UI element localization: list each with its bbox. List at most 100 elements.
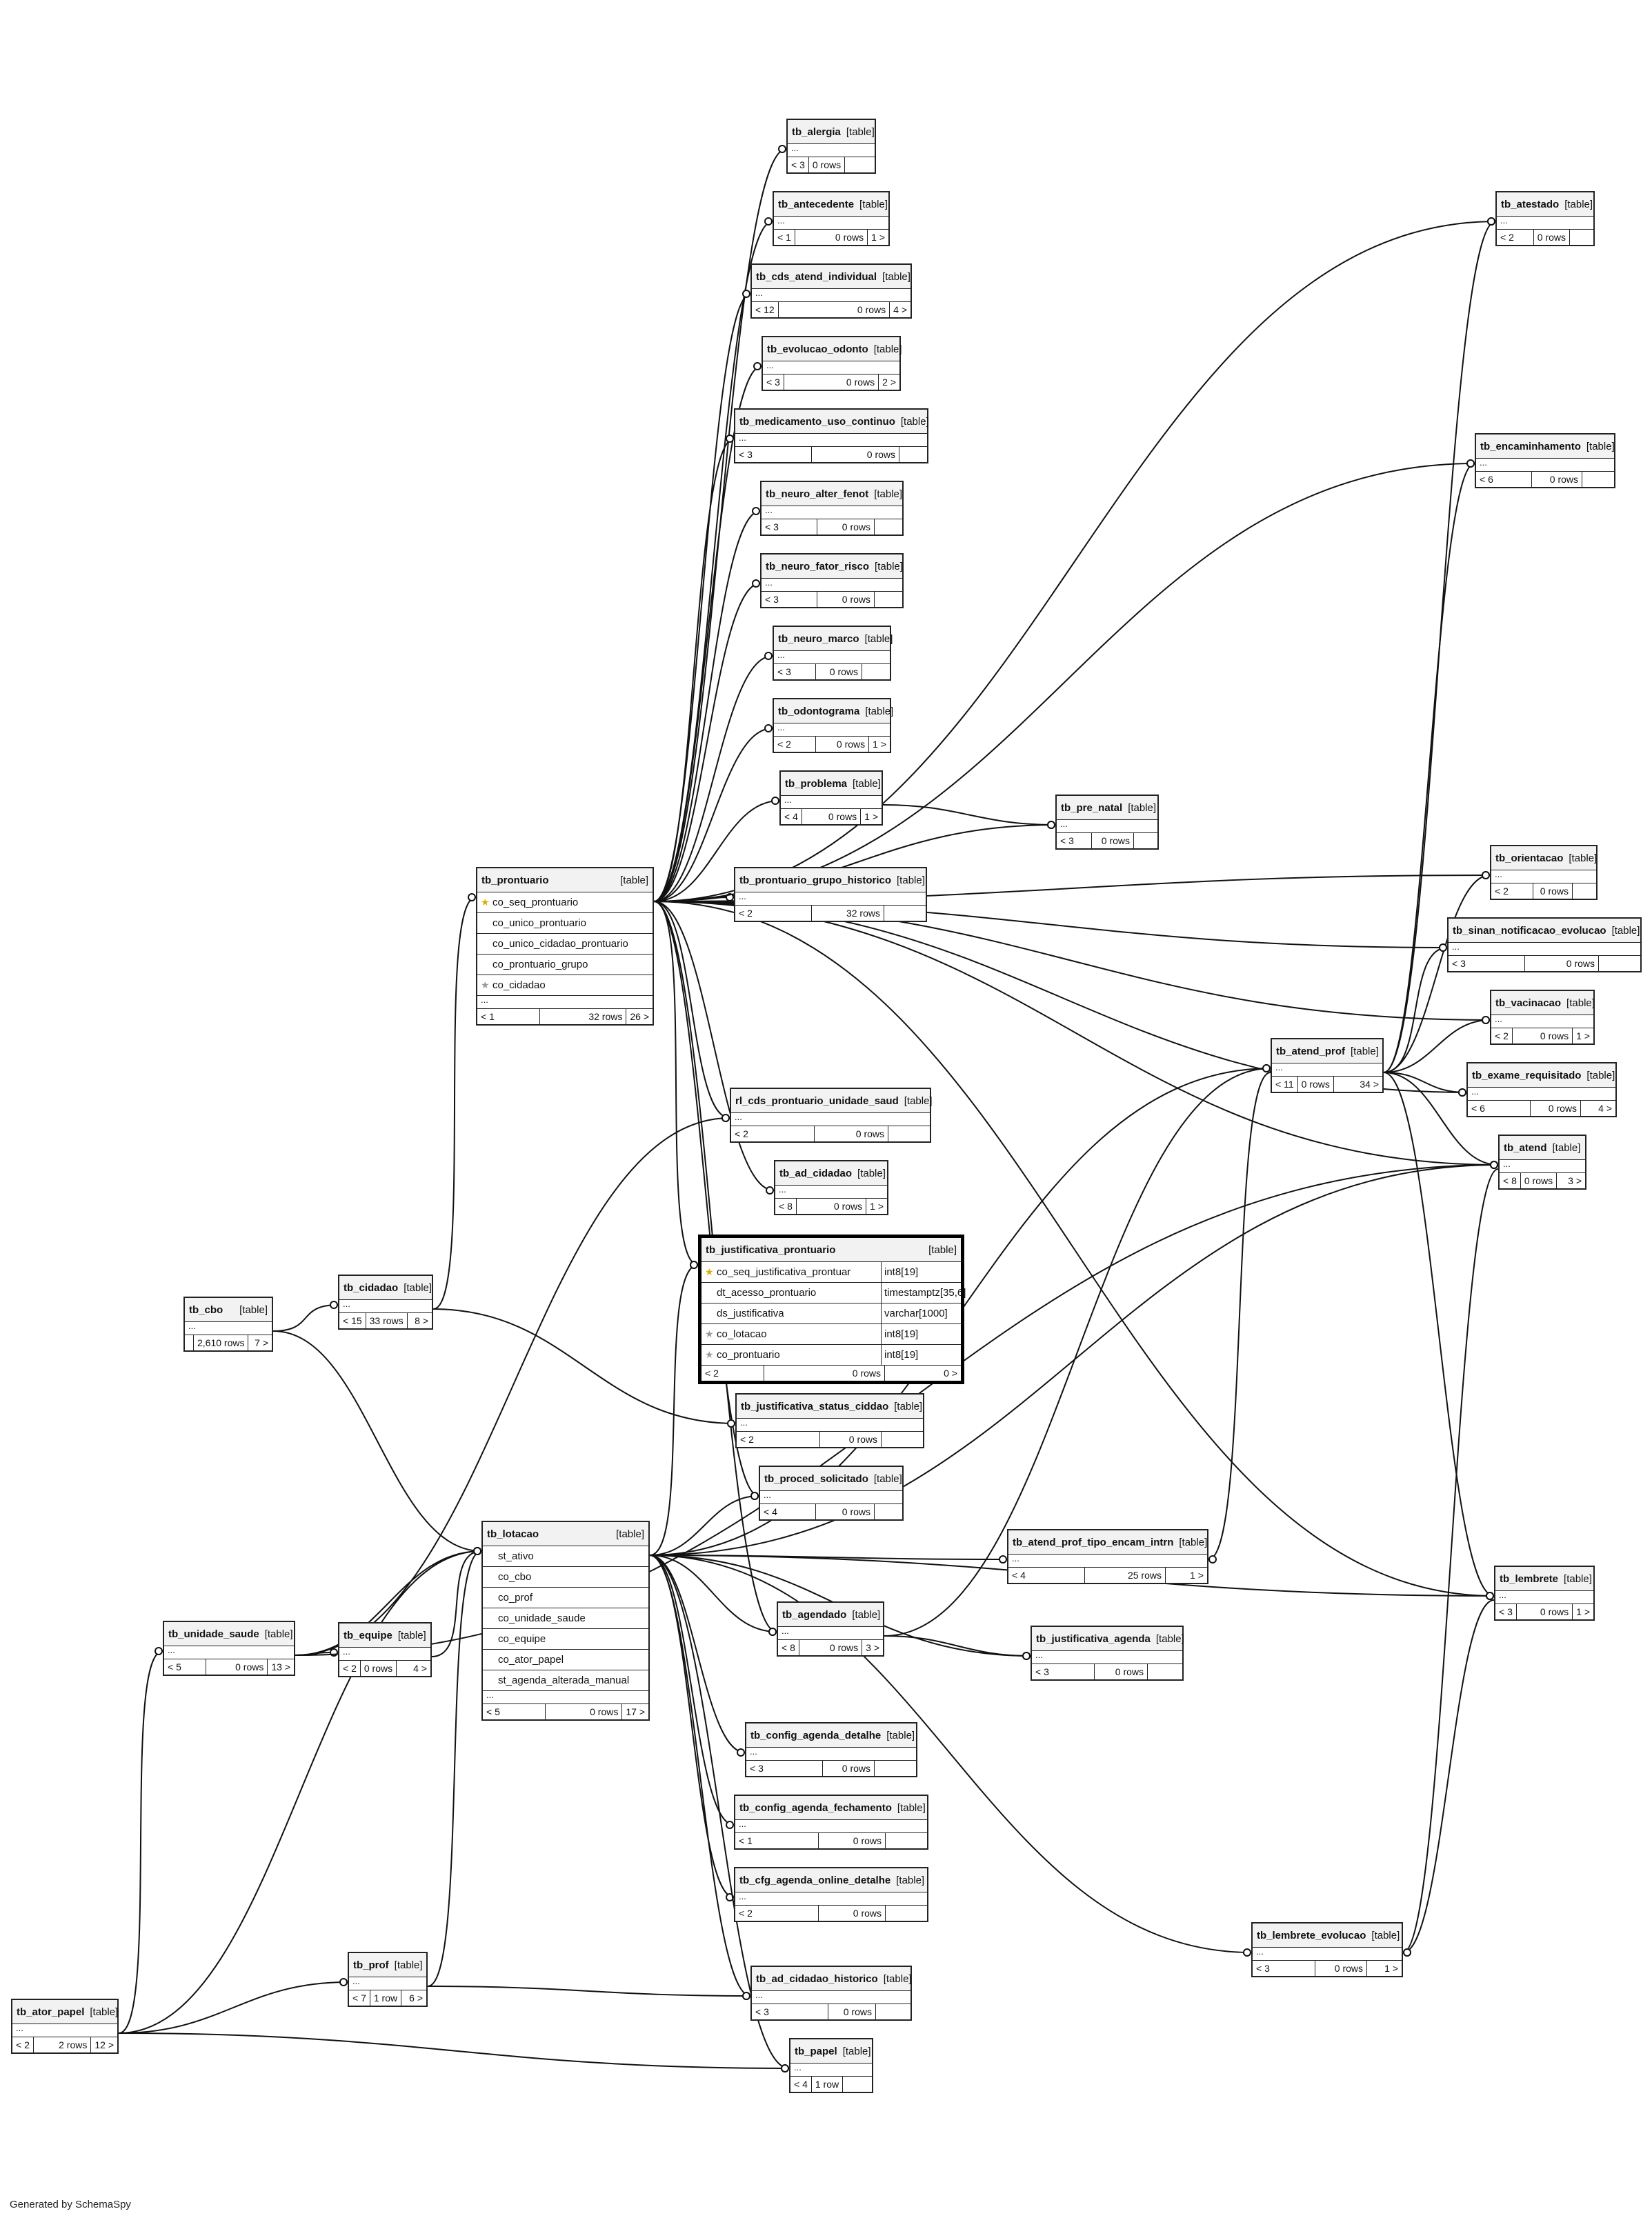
parent-count[interactable]: < 8 bbox=[775, 1199, 797, 1214]
child-count[interactable] bbox=[882, 1432, 923, 1447]
table-tb_justificativa_prontuario[interactable]: tb_justificativa_prontuario[table] ★co_s… bbox=[698, 1235, 966, 1384]
parent-count[interactable]: < 11 bbox=[1272, 1077, 1298, 1092]
child-count[interactable]: 1 > bbox=[1384, 1963, 1398, 1974]
child-count[interactable]: 1 > bbox=[870, 1201, 884, 1212]
parent-count[interactable]: < 3 bbox=[762, 519, 817, 534]
child-count[interactable]: 4 > bbox=[893, 304, 907, 315]
child-count[interactable]: 12 > bbox=[94, 2039, 114, 2050]
parent-count[interactable]: < 2 bbox=[12, 2037, 34, 2052]
child-count[interactable] bbox=[886, 1906, 927, 1921]
table-tb_justificativa_status_ciddao[interactable]: tb_justificativa_status_ciddao[table] ..… bbox=[735, 1393, 924, 1448]
parent-count[interactable]: < 2 bbox=[735, 906, 812, 921]
child-count[interactable] bbox=[1599, 956, 1640, 971]
child-count[interactable] bbox=[888, 1126, 930, 1141]
child-count[interactable]: 4 > bbox=[1598, 1103, 1612, 1114]
column-co_unico_cidadao_prontuario[interactable]: co_unico_cidadao_prontuario bbox=[477, 934, 653, 955]
parent-count[interactable]: < 3 bbox=[1057, 833, 1092, 848]
parent-count[interactable]: < 3 bbox=[1253, 1961, 1315, 1976]
parent-count[interactable]: < 7 bbox=[349, 1990, 370, 2006]
child-count[interactable] bbox=[1134, 833, 1157, 848]
child-count[interactable] bbox=[875, 519, 902, 534]
child-count[interactable]: 1 > bbox=[864, 811, 878, 822]
parent-count[interactable]: < 3 bbox=[763, 374, 784, 390]
child-count[interactable]: 26 > bbox=[630, 1011, 649, 1022]
parent-count[interactable]: < 3 bbox=[1449, 956, 1525, 971]
table-rl_cds_prontuario_unidade_saud[interactable]: rl_cds_prontuario_unidade_saud[table] ..… bbox=[730, 1088, 933, 1143]
column-co_seq_prontuario[interactable]: ★co_seq_prontuario bbox=[477, 892, 653, 913]
parent-count[interactable]: < 2 bbox=[1491, 1028, 1513, 1043]
child-count[interactable] bbox=[862, 664, 890, 679]
parent-count[interactable]: < 2 bbox=[1491, 883, 1533, 899]
child-count[interactable]: 2 > bbox=[882, 377, 896, 388]
child-count[interactable] bbox=[845, 157, 875, 172]
column-co_prof[interactable]: co_prof bbox=[483, 1588, 648, 1608]
parent-count[interactable]: < 6 bbox=[1468, 1101, 1531, 1116]
table-tb_prontuario[interactable]: tb_prontuario[table] ★co_seq_prontuario … bbox=[476, 867, 654, 1026]
child-count[interactable]: 34 > bbox=[1360, 1079, 1379, 1090]
parent-count[interactable]: < 3 bbox=[752, 2004, 828, 2019]
child-count[interactable] bbox=[884, 906, 926, 921]
column-co_unico_prontuario[interactable]: co_unico_prontuario bbox=[477, 913, 653, 934]
child-count[interactable]: 13 > bbox=[271, 1661, 290, 1672]
column-co_unidade_saude[interactable]: co_unidade_saude bbox=[483, 1608, 648, 1629]
parent-count[interactable]: < 15 bbox=[339, 1313, 366, 1328]
table-tb_lotacao[interactable]: tb_lotacao[table] st_ativo co_cbo co_pro… bbox=[481, 1521, 650, 1721]
child-count[interactable] bbox=[1582, 472, 1614, 487]
column-co_prontuario_grupo[interactable]: co_prontuario_grupo bbox=[477, 955, 653, 975]
parent-count[interactable]: < 3 bbox=[788, 157, 809, 172]
child-count[interactable]: 0 > bbox=[944, 1368, 957, 1379]
child-count[interactable]: 1 > bbox=[873, 739, 886, 750]
parent-count[interactable]: < 5 bbox=[164, 1659, 206, 1675]
child-count[interactable] bbox=[1573, 883, 1596, 899]
parent-count[interactable]: < 8 bbox=[1500, 1173, 1521, 1188]
parent-count[interactable]: < 1 bbox=[477, 1009, 540, 1024]
parent-count[interactable] bbox=[185, 1335, 194, 1350]
child-count[interactable] bbox=[1570, 230, 1593, 245]
table-tb_medicamento_uso_continuo[interactable]: tb_medicamento_uso_continuo[table] ... <… bbox=[734, 408, 929, 463]
child-count[interactable] bbox=[875, 1761, 916, 1776]
parent-count[interactable]: < 6 bbox=[1476, 472, 1532, 487]
child-count[interactable]: 17 > bbox=[626, 1706, 645, 1717]
parent-count[interactable]: < 3 bbox=[1032, 1664, 1095, 1679]
child-count[interactable] bbox=[1148, 1664, 1182, 1679]
child-count[interactable] bbox=[843, 2077, 872, 2092]
parent-count[interactable]: < 4 bbox=[760, 1504, 816, 1519]
table-tb_config_agenda_fechamento[interactable]: tb_config_agenda_fechamento[table] ... <… bbox=[734, 1795, 928, 1850]
child-count[interactable]: 1 > bbox=[1576, 1030, 1590, 1041]
parent-count[interactable]: < 5 bbox=[483, 1704, 546, 1719]
column-co_cidadao[interactable]: ★co_cidadao bbox=[477, 975, 653, 996]
column-co_equipe[interactable]: co_equipe bbox=[483, 1629, 648, 1650]
child-count[interactable] bbox=[899, 447, 927, 462]
parent-count[interactable]: < 4 bbox=[781, 809, 802, 824]
